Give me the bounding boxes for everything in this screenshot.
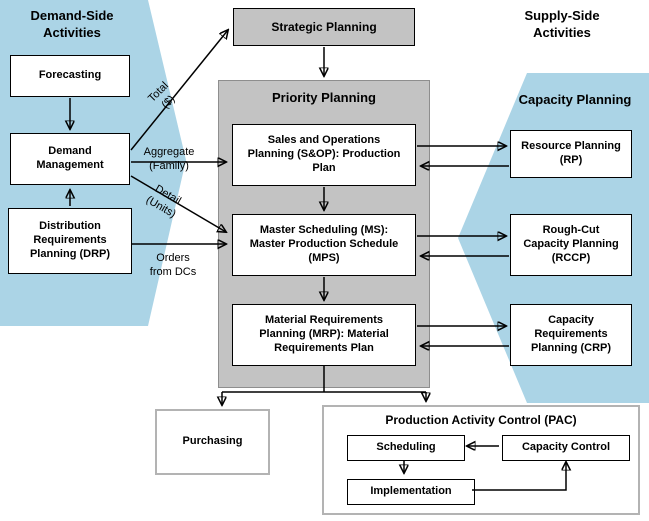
pac-panel: Production Activity Control (PAC) Schedu… [322, 405, 640, 515]
drp-box: Distribution Requirements Planning (DRP) [8, 208, 132, 274]
mrp-box: Material Requirements Planning (MRP): Ma… [232, 304, 416, 366]
rp-box: Resource Planning (RP) [510, 130, 632, 178]
sop-box: Sales and Operations Planning (S&OP): Pr… [232, 124, 416, 186]
ms-box: Master Scheduling (MS): Master Productio… [232, 214, 416, 276]
supply-side-title: Supply-Side Activities [524, 8, 600, 40]
demand-management-box: Demand Management [10, 133, 130, 185]
priority-planning-title: Priority Planning [271, 90, 376, 105]
flow-label-orders: Orders from DCs [149, 252, 197, 278]
purchasing-box: Purchasing [155, 409, 270, 475]
forecasting-box: Forecasting [10, 55, 130, 97]
pac-title: Production Activity Control (PAC) [385, 413, 577, 427]
strategic-planning-box: Strategic Planning [233, 8, 415, 46]
demand-side-title: Demand-Side Activities [30, 8, 114, 40]
capacity-planning-title: Capacity Planning [518, 92, 632, 107]
implementation-box: Implementation [347, 479, 475, 505]
flow-label-aggregate: Aggregate (Family) [143, 146, 195, 172]
scheduling-box: Scheduling [347, 435, 465, 461]
crp-box: Capacity Requirements Planning (CRP) [510, 304, 632, 366]
rccp-box: Rough-Cut Capacity Planning (RCCP) [510, 214, 632, 276]
capacity-control-box: Capacity Control [502, 435, 630, 461]
